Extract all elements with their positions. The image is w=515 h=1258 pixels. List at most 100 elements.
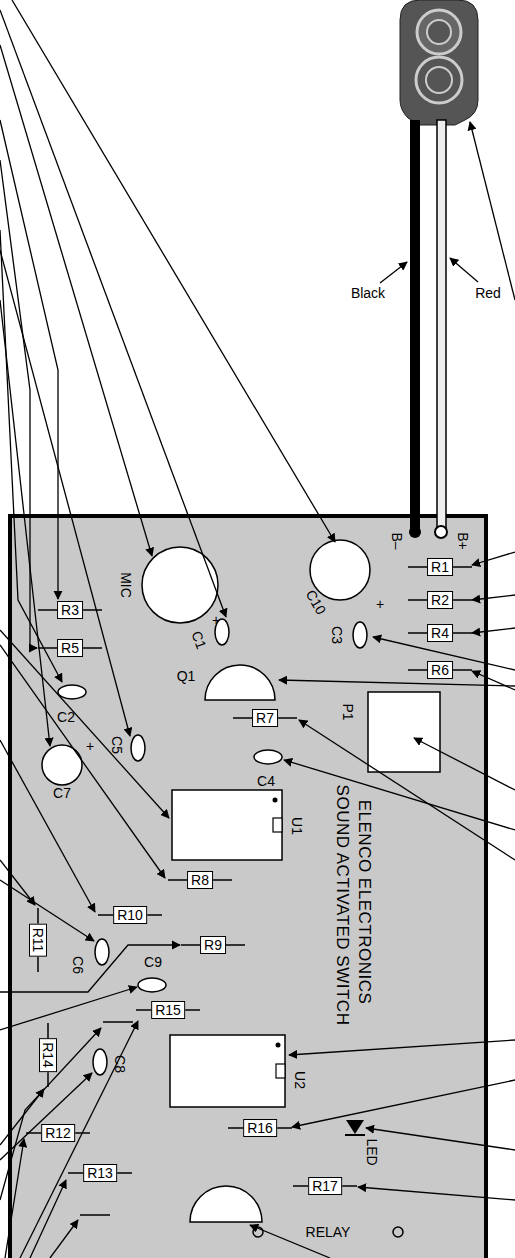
- leader-line: [472, 671, 515, 690]
- leader-line: [380, 262, 407, 283]
- jumper-wire: [103, 1021, 133, 1023]
- resistor-label: R7: [252, 709, 278, 727]
- pin1-dot: [276, 1043, 281, 1048]
- disc-capacitor: [131, 735, 145, 761]
- part-label: U1: [289, 817, 305, 835]
- solder-hole: [435, 526, 447, 538]
- part-label: C7: [53, 785, 71, 801]
- part-label: Q1: [177, 668, 196, 684]
- leader-line: [20, 1021, 138, 1258]
- leader-line: [0, 300, 50, 746]
- leader-line: [0, 630, 169, 818]
- part-label: +: [212, 612, 220, 628]
- snap-terminal: [417, 10, 461, 54]
- transistor-outline: [205, 665, 275, 700]
- red-wire: [437, 120, 446, 530]
- part-label: C4: [257, 773, 275, 789]
- leader-line: [0, 860, 35, 905]
- leader-line: [358, 1187, 515, 1200]
- leader-line: [0, 10, 226, 617]
- leader-line: [0, 987, 137, 1030]
- ic-outline: [170, 1035, 285, 1107]
- part-label: C1: [188, 629, 209, 651]
- part-label: C10: [303, 587, 330, 617]
- leader-line: [5, 1139, 24, 1258]
- led-symbol: [345, 1134, 365, 1136]
- leader-line: [472, 628, 515, 633]
- resistor-label: R16: [243, 1119, 277, 1137]
- resistor-label: R5: [57, 639, 83, 657]
- resistor-label: R8: [187, 871, 213, 889]
- leader-line: [472, 595, 515, 600]
- leader-line: [0, 250, 130, 736]
- disc-capacitor: [93, 1049, 107, 1075]
- ic-notch: [273, 818, 282, 832]
- part-label: Red: [475, 285, 501, 301]
- leader-line: [289, 1040, 515, 1055]
- ic-notch: [276, 1064, 285, 1078]
- leader-line: [30, 1180, 66, 1258]
- disc-capacitor: [138, 978, 166, 992]
- leader-line: [470, 122, 515, 300]
- part-label: RELAY: [306, 1224, 351, 1240]
- snap-terminal: [427, 20, 451, 44]
- relay-pad: [393, 1227, 403, 1237]
- transistor-outline: [190, 1186, 262, 1222]
- potentiometer: [368, 692, 440, 772]
- part-label: B–: [389, 532, 405, 549]
- led-symbol: [346, 1120, 364, 1134]
- part-label: C2: [57, 709, 75, 725]
- resistor-label: R9: [200, 936, 226, 954]
- leader-line: [366, 1128, 515, 1150]
- black-wire: [410, 120, 420, 530]
- part-label: U2: [292, 1071, 308, 1089]
- leader-line: [279, 680, 515, 686]
- part-label: C3: [329, 626, 345, 644]
- resistor-label: R2: [427, 591, 453, 609]
- leader-line: [0, 45, 152, 556]
- board-title: ELENCO ELECTRONICS: [356, 800, 372, 1005]
- leader-line: [0, 880, 94, 941]
- leader-line: [0, 230, 62, 682]
- part-label: C8: [112, 1055, 128, 1073]
- resistor-label: R15: [151, 1001, 185, 1019]
- resistor-label: R12: [41, 1124, 75, 1142]
- board-title: SOUND ACTIVATED SWITCH: [334, 785, 350, 1026]
- part-label: B+: [455, 532, 471, 550]
- leader-line: [472, 552, 515, 565]
- leader-line: [299, 720, 515, 860]
- leader-line: [414, 738, 515, 790]
- resistor-label: R1: [427, 558, 453, 576]
- snap-terminal: [426, 67, 452, 93]
- jumper-wire: [80, 1214, 110, 1216]
- microphone: [142, 547, 218, 623]
- part-label: C6: [70, 956, 86, 974]
- resistor-label: R11: [29, 924, 47, 957]
- resistor-label: R13: [83, 1164, 117, 1182]
- resistor-label: R10: [113, 906, 147, 924]
- ic-outline: [172, 790, 282, 860]
- leader-line: [284, 760, 515, 830]
- solder-hole: [409, 526, 421, 538]
- part-label: +: [86, 738, 94, 754]
- pin1-dot: [273, 798, 278, 803]
- resistor-label: R17: [308, 1177, 342, 1195]
- part-label: C9: [144, 954, 162, 970]
- part-label: LED: [364, 1138, 380, 1165]
- part-label: +: [376, 596, 384, 612]
- disc-capacitor: [95, 939, 109, 965]
- battery-snap: [400, 0, 478, 125]
- resistor-label: R6: [427, 661, 453, 679]
- part-label: MIC: [118, 572, 134, 598]
- disc-capacitor: [353, 622, 367, 648]
- part-label: C5: [109, 736, 125, 754]
- leader-line: [0, 740, 95, 912]
- leader-line: [450, 258, 478, 282]
- leader-line: [50, 1220, 78, 1258]
- leader-line: [12, 0, 335, 542]
- disc-capacitor: [254, 750, 282, 764]
- disc-capacitor: [58, 685, 86, 699]
- resistor-label: R14: [39, 1038, 57, 1072]
- leader-line: [0, 645, 165, 878]
